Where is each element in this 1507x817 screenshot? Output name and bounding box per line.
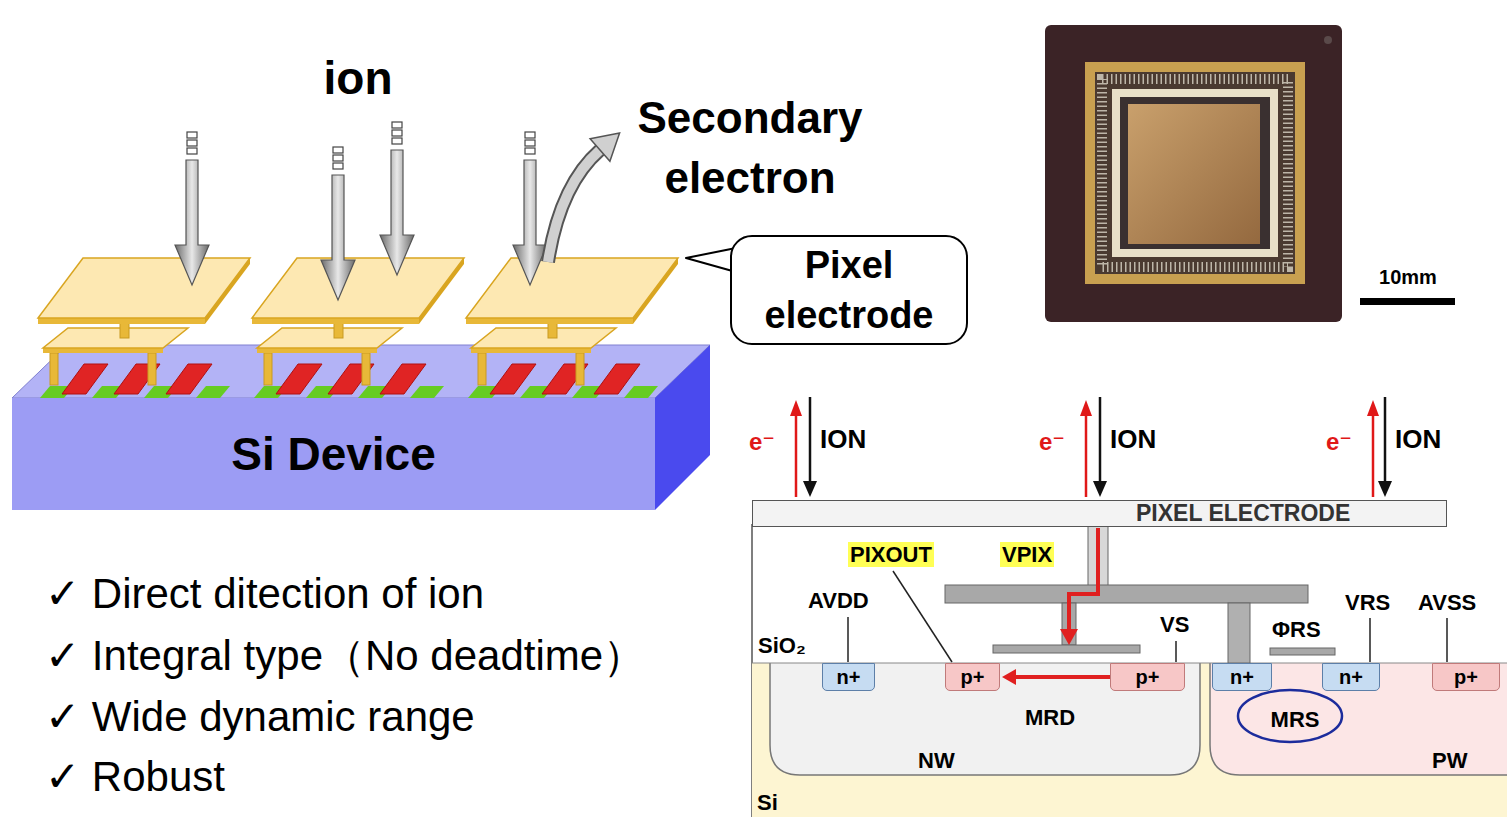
die-ring bbox=[1112, 89, 1278, 257]
signal-name: ΦRS bbox=[1272, 617, 1321, 642]
n-plus-diffusion: n+ bbox=[1322, 663, 1380, 691]
leader-line bbox=[1175, 641, 1177, 662]
signal-name: AVSS bbox=[1418, 590, 1476, 615]
contact bbox=[1228, 603, 1250, 663]
leader-line bbox=[893, 571, 952, 662]
metal-line bbox=[945, 585, 1308, 603]
callout-tail bbox=[686, 248, 736, 272]
silicon-substrate: Si NW n+ p+ p+ PW n+ n+ p+ bbox=[752, 663, 1507, 817]
ion-label: ION bbox=[1110, 425, 1156, 455]
node-text: n+ bbox=[837, 665, 861, 689]
feature-bullet: ✓ Direct ditection of ion bbox=[45, 570, 484, 618]
silicon-region bbox=[752, 663, 1507, 817]
n-well: NW n+ p+ p+ bbox=[770, 663, 1200, 775]
node-text: n+ bbox=[1230, 665, 1254, 689]
gate-electrode bbox=[993, 645, 1140, 653]
bond-area bbox=[1095, 72, 1295, 274]
die-frame bbox=[1120, 97, 1270, 249]
ion-label: ION bbox=[1395, 425, 1441, 455]
callout-box: Pixel electrode bbox=[730, 235, 968, 345]
p-plus-diffusion: p+ bbox=[945, 663, 1000, 691]
ion-arrow bbox=[380, 122, 414, 275]
electron-arrow-outline bbox=[548, 150, 600, 262]
pixel-electrode-band: PIXEL ELECTRODE bbox=[752, 500, 1447, 527]
secondary-electron-label: Secondary electron bbox=[585, 88, 915, 208]
node-text: n+ bbox=[1339, 665, 1363, 689]
arrow-head bbox=[1002, 669, 1016, 685]
node-text: p+ bbox=[961, 665, 985, 689]
sensor-die bbox=[1128, 104, 1260, 244]
node-text: NW bbox=[918, 749, 955, 773]
n-plus-diffusion: n+ bbox=[1212, 663, 1272, 691]
transistor-name: MRS bbox=[1271, 707, 1320, 732]
ion-arrow bbox=[321, 147, 355, 300]
p-plus-diffusion: p+ bbox=[1110, 663, 1185, 691]
n-well-outline bbox=[770, 663, 1200, 775]
signal-name: VS bbox=[1160, 612, 1189, 637]
gate-pattern bbox=[468, 364, 658, 398]
current-arrow bbox=[1014, 675, 1110, 679]
feature-bullet: ✓ Integral type（No deadtime） bbox=[45, 632, 645, 680]
transistor-name: MRD bbox=[1025, 705, 1075, 730]
ion-label: ion bbox=[324, 52, 393, 105]
ion-arrow bbox=[1378, 397, 1392, 497]
gate-electrode bbox=[1270, 648, 1335, 655]
feature-bullet: ✓ Robust bbox=[45, 753, 225, 801]
leader-line bbox=[1369, 618, 1371, 662]
scale-label: 10mm bbox=[1379, 266, 1437, 289]
device-side-face bbox=[655, 345, 710, 510]
arrow-head bbox=[1060, 629, 1078, 645]
electron-label: e⁻ bbox=[1326, 428, 1352, 456]
electron-label: e⁻ bbox=[1039, 428, 1065, 456]
p-well: PW n+ n+ p+ bbox=[1210, 663, 1507, 775]
node-text: PW bbox=[1432, 749, 1467, 773]
node-text: Pixel electrode bbox=[732, 240, 966, 340]
bond-wires bbox=[1102, 79, 1288, 267]
scale-bar bbox=[1360, 298, 1455, 305]
package-ring bbox=[1085, 62, 1305, 284]
electron-label: e⁻ bbox=[749, 428, 775, 456]
electron-arrow bbox=[790, 400, 802, 497]
node-text: PIXEL ELECTRODE bbox=[1136, 501, 1350, 525]
signal-name: AVDD bbox=[808, 588, 869, 613]
ion-arrow bbox=[513, 132, 547, 285]
p-plus-diffusion: p+ bbox=[1432, 663, 1500, 691]
gate-pattern bbox=[40, 364, 230, 398]
leader-line bbox=[1446, 618, 1448, 662]
node-text: Si Device bbox=[231, 427, 436, 481]
pixel-electrode-stack bbox=[466, 258, 678, 385]
highlight-ellipse bbox=[1238, 690, 1342, 742]
layer-name: SiO₂ bbox=[758, 633, 806, 658]
leader-line bbox=[847, 617, 849, 662]
charge-path bbox=[1069, 528, 1098, 631]
pixel-electrode-stack bbox=[252, 258, 464, 385]
ion-arrow bbox=[803, 397, 817, 497]
signal-name: VRS bbox=[1345, 590, 1390, 615]
ion-arrow bbox=[175, 132, 209, 285]
signal-name: PIXOUT bbox=[848, 542, 934, 567]
node-text: Si bbox=[757, 791, 778, 815]
p-well-outline bbox=[1210, 663, 1507, 775]
p-well-fill bbox=[1210, 663, 1507, 775]
chip-package bbox=[1045, 25, 1342, 322]
device-block: Si Device bbox=[12, 398, 655, 510]
ion-arrow bbox=[1093, 397, 1107, 497]
signal-name: VPIX bbox=[1000, 542, 1054, 567]
pixel-electrode-stack bbox=[38, 258, 250, 385]
feature-bullet: ✓ Wide dynamic range bbox=[45, 693, 475, 741]
n-well-fill bbox=[770, 663, 1200, 775]
node-text: p+ bbox=[1136, 665, 1160, 689]
gate-pattern bbox=[254, 364, 444, 398]
n-plus-diffusion: n+ bbox=[822, 663, 875, 691]
node-text: p+ bbox=[1454, 665, 1478, 689]
ion-label: ION bbox=[820, 425, 866, 455]
electron-arrow bbox=[1080, 400, 1092, 497]
package-mark bbox=[1324, 36, 1332, 44]
electron-arrow-head bbox=[590, 133, 620, 161]
electron-arrow bbox=[1367, 400, 1379, 497]
electron-arrow-body bbox=[548, 150, 600, 262]
